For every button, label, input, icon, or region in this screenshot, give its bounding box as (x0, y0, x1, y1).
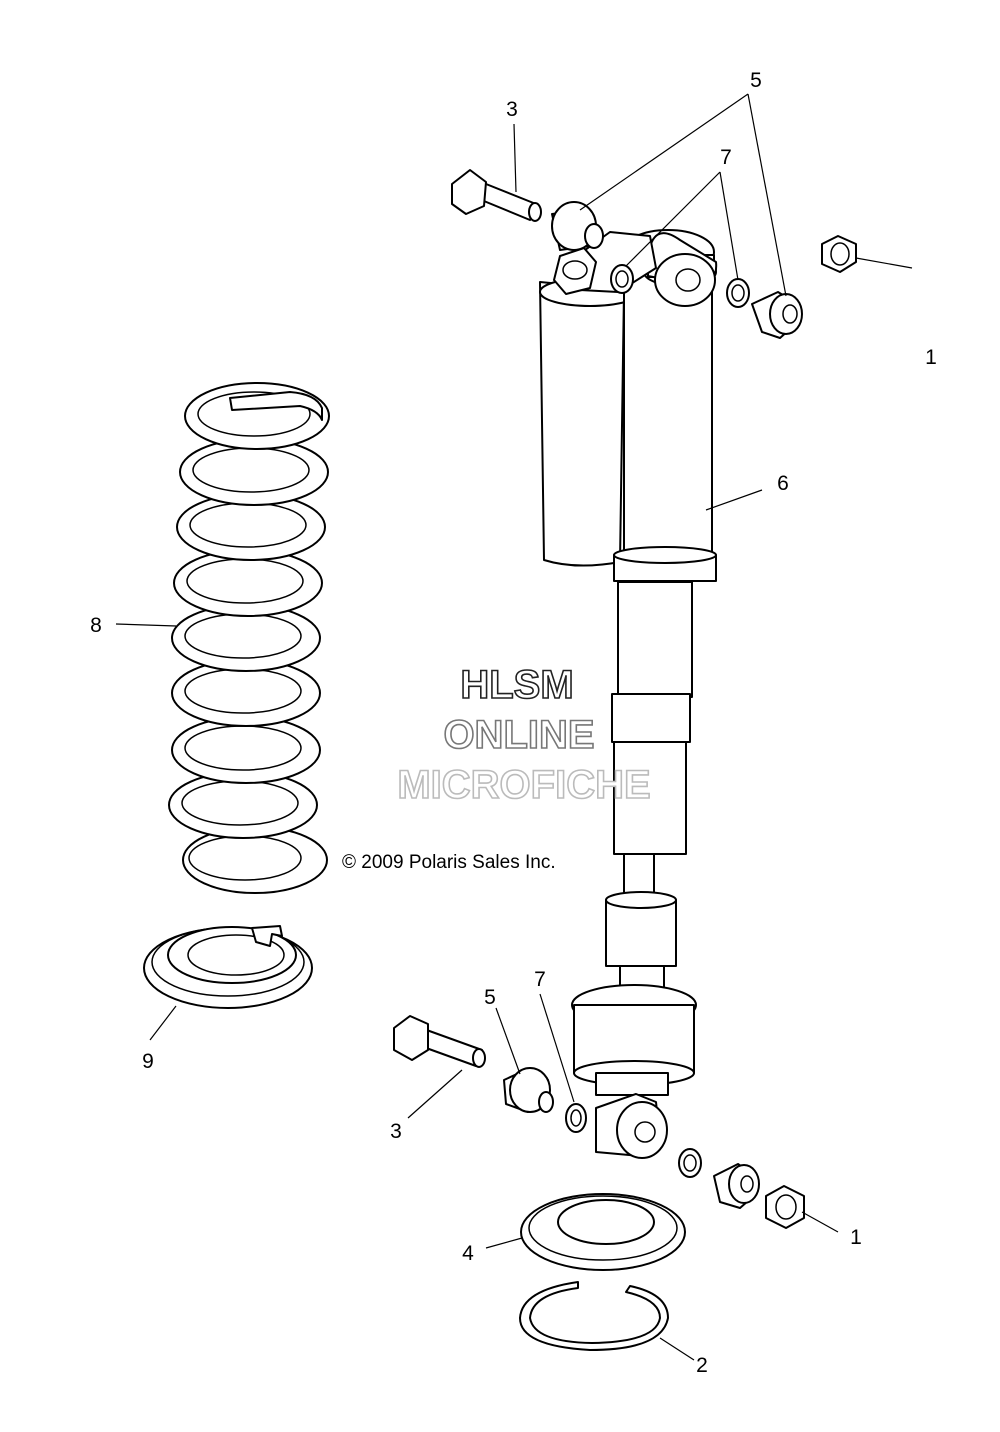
bottom-nut (765, 1185, 805, 1229)
bottom-bolt (393, 1015, 486, 1068)
callout-5-bottom: 5 (484, 986, 496, 1009)
callout-2: 2 (696, 1354, 708, 1377)
shock-absorber (539, 229, 718, 1159)
watermark: HLSM ONLINE MICROFICHE (397, 662, 652, 808)
callout-3-bottom: 3 (390, 1120, 402, 1143)
top-bolt (451, 169, 542, 222)
top-nut (821, 235, 857, 273)
watermark-line-3: MICROFICHE (397, 763, 650, 807)
bottom-bushing-left (503, 1067, 554, 1113)
top-bushing-left (551, 201, 604, 251)
callout-5-top: 5 (750, 69, 762, 92)
copyright-notice: © 2009 Polaris Sales Inc. (342, 852, 556, 873)
spring-seat (143, 925, 313, 1009)
lower-spring-seat (520, 1193, 686, 1271)
callout-3-top: 3 (506, 98, 518, 121)
leader-lines (115, 93, 913, 1361)
top-washer-right (726, 278, 750, 308)
watermark-line-2: ONLINE (443, 713, 594, 757)
callout-7-bottom: 7 (534, 968, 546, 991)
bottom-washer-right (678, 1148, 702, 1178)
callout-4: 4 (462, 1242, 474, 1265)
watermark-line-1: HLSM (460, 663, 573, 707)
retaining-ring (519, 1281, 669, 1351)
callout-7-top: 7 (720, 146, 732, 169)
callout-numbers: 3 5 7 1 6 8 9 5 7 3 1 4 2 (90, 69, 937, 1377)
coil-spring (168, 382, 330, 894)
top-washer-left (610, 264, 634, 294)
callout-1-top: 1 (925, 346, 937, 369)
top-bushing-right (751, 291, 803, 339)
bottom-bushing-right (713, 1163, 760, 1209)
callout-1-bottom: 1 (850, 1226, 862, 1249)
callout-8: 8 (90, 614, 102, 637)
bottom-washer-left (565, 1103, 587, 1133)
callout-6: 6 (777, 472, 789, 495)
callout-9: 9 (142, 1050, 154, 1073)
